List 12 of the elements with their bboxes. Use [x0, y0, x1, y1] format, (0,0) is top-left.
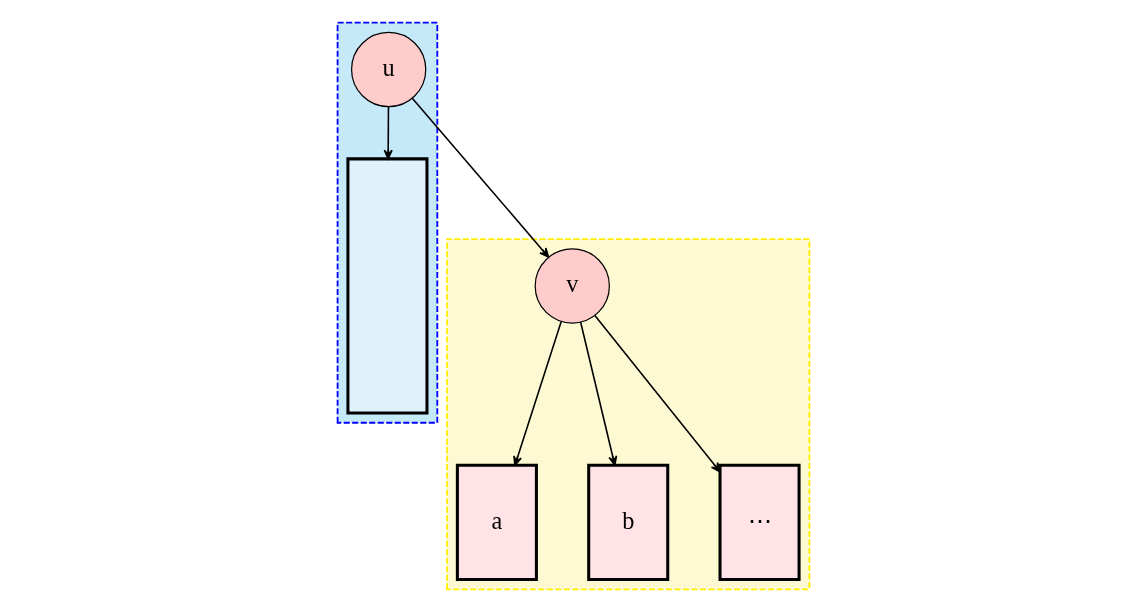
cluster	[336, 21, 439, 424]
node-box: b	[587, 463, 670, 582]
node-box	[346, 157, 429, 415]
node-circle: u	[350, 31, 427, 108]
node-box: ⋯	[718, 463, 801, 582]
arrow	[594, 314, 721, 473]
arrow	[411, 97, 550, 258]
node-box: a	[455, 463, 538, 582]
arrow	[383, 106, 393, 160]
arrow	[579, 321, 618, 466]
cluster	[446, 238, 811, 591]
arrow	[513, 320, 562, 466]
